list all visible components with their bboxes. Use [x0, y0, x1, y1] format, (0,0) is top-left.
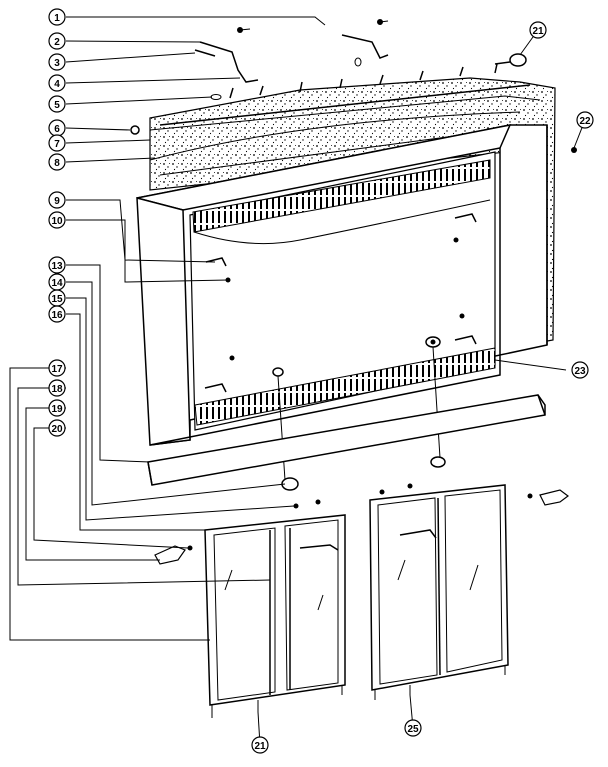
callout-1: 1 — [48, 8, 66, 26]
callout-13: 13 — [48, 256, 66, 274]
callout-17: 17 — [48, 359, 66, 377]
callout-9: 9 — [48, 191, 66, 209]
svg-text:18: 18 — [51, 384, 63, 395]
svg-text:25: 25 — [407, 724, 419, 735]
svg-text:9: 9 — [54, 196, 60, 207]
callout-5: 5 — [48, 95, 66, 113]
svg-text:20: 20 — [51, 424, 63, 435]
bottom-trim-rail — [147, 394, 546, 486]
svg-text:16: 16 — [51, 310, 63, 321]
callout-22: 22 — [576, 111, 594, 129]
top-clips — [130, 19, 389, 135]
leader-lines — [9, 16, 586, 746]
callout-18: 18 — [48, 379, 66, 397]
svg-text:22: 22 — [579, 116, 591, 127]
callout-10: 10 — [48, 211, 66, 229]
svg-text:19: 19 — [51, 404, 63, 415]
svg-text:2: 2 — [54, 37, 60, 48]
lower-louver-screen — [194, 347, 496, 426]
svg-text:13: 13 — [51, 261, 63, 272]
svg-text:14: 14 — [51, 278, 63, 289]
left-door-assembly — [204, 499, 346, 718]
callout-3: 3 — [48, 53, 66, 71]
callout-7: 7 — [48, 134, 66, 152]
callout-25: 25 — [404, 719, 422, 737]
right-door-assembly — [369, 483, 509, 700]
svg-text:21: 21 — [254, 741, 266, 752]
svg-text:5: 5 — [54, 100, 60, 111]
callout-14: 14 — [48, 273, 66, 291]
callout-6: 6 — [48, 119, 66, 137]
svg-text:7: 7 — [54, 139, 60, 150]
svg-text:4: 4 — [54, 79, 60, 90]
svg-text:17: 17 — [51, 364, 63, 375]
svg-text:6: 6 — [54, 124, 60, 135]
svg-text:3: 3 — [54, 58, 60, 69]
svg-text:21: 21 — [532, 26, 544, 37]
callout-4: 4 — [48, 74, 66, 92]
door-knobs — [272, 336, 446, 491]
callout-21-top: 21 — [529, 21, 547, 39]
callout-2: 2 — [48, 32, 66, 50]
svg-text:8: 8 — [54, 158, 60, 169]
door-brackets — [204, 213, 477, 393]
svg-text:1: 1 — [54, 13, 60, 24]
callout-15: 15 — [48, 289, 66, 307]
thermostat-knob — [494, 53, 577, 153]
svg-text:23: 23 — [574, 366, 586, 377]
callout-21-bottom: 21 — [251, 736, 269, 754]
callout-23: 23 — [571, 361, 589, 379]
callout-8: 8 — [48, 153, 66, 171]
callout-16: 16 — [48, 305, 66, 323]
svg-text:15: 15 — [51, 294, 63, 305]
callout-19: 19 — [48, 399, 66, 417]
svg-text:10: 10 — [51, 216, 63, 227]
upper-louver-screen — [192, 159, 491, 245]
hinge-parts — [154, 489, 569, 565]
callout-20: 20 — [48, 419, 66, 437]
top-rail — [159, 63, 531, 126]
